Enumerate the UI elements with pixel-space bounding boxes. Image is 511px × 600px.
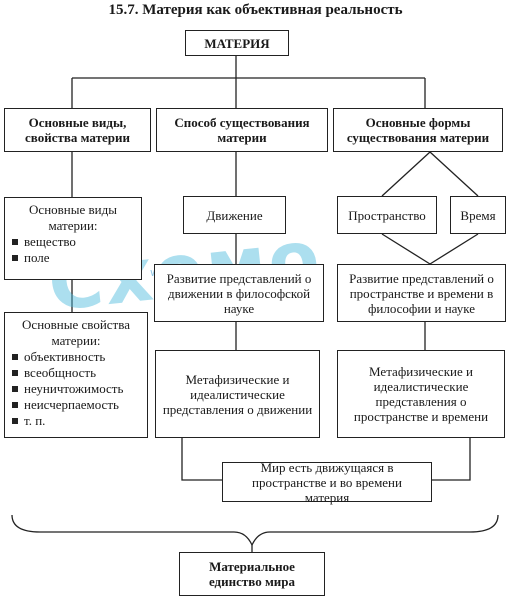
node-edinstvo: Материальное единство мира — [179, 552, 325, 596]
node-razvitie-dvizh: Развитие представлений о движении в фило… — [154, 264, 324, 322]
node-mir: Мир есть движущаяся в пространстве и во … — [222, 460, 432, 505]
node-materia: МАТЕРИЯ — [185, 30, 289, 56]
list-item: неисчерпаемость — [11, 397, 141, 413]
connector-mir-left — [181, 438, 222, 481]
node-vidy-header: Основные виды, свойства материи — [4, 108, 151, 152]
node-razvitie-prostr: Развитие представлений о пространстве и … — [337, 264, 506, 322]
connector-vremya-down — [429, 233, 479, 265]
node-formy-header: Основные формы существования материи — [333, 108, 503, 152]
node-svoystva-list: Основные свойства материи: объективность… — [4, 312, 148, 438]
curly-brace — [11, 514, 499, 547]
node-prostranstvo: Пространство — [337, 196, 437, 234]
connector-prostr-down — [381, 233, 431, 265]
list-item: т. п. — [11, 413, 141, 429]
connector-vremya — [429, 151, 479, 197]
node-dvizhenie: Движение — [183, 196, 286, 234]
list-item: вещество — [11, 234, 135, 250]
vidy-list-heading: Основные виды материи: — [29, 202, 117, 233]
list-item: всеобщность — [11, 365, 141, 381]
list-item: неуничтожимость — [11, 381, 141, 397]
svoystva-list-heading: Основные свойства материи: — [22, 317, 130, 348]
node-metafiz-prostr: Метафизические и идеалистические предста… — [337, 350, 505, 438]
list-item: объективность — [11, 349, 141, 365]
list-item: поле — [11, 250, 135, 266]
node-sposob-header: Способ существования материи — [156, 108, 328, 152]
node-vremya: Время — [450, 196, 506, 234]
page-title: 15.7. Материя как объективная реальность — [108, 2, 403, 18]
node-metafiz-dvizh: Метафизические и идеалистические предста… — [155, 350, 320, 438]
connector-prostranstvo — [381, 151, 431, 197]
connector-mir-right — [432, 438, 471, 481]
node-vidy-list: Основные виды материи: вещество поле — [4, 197, 142, 280]
